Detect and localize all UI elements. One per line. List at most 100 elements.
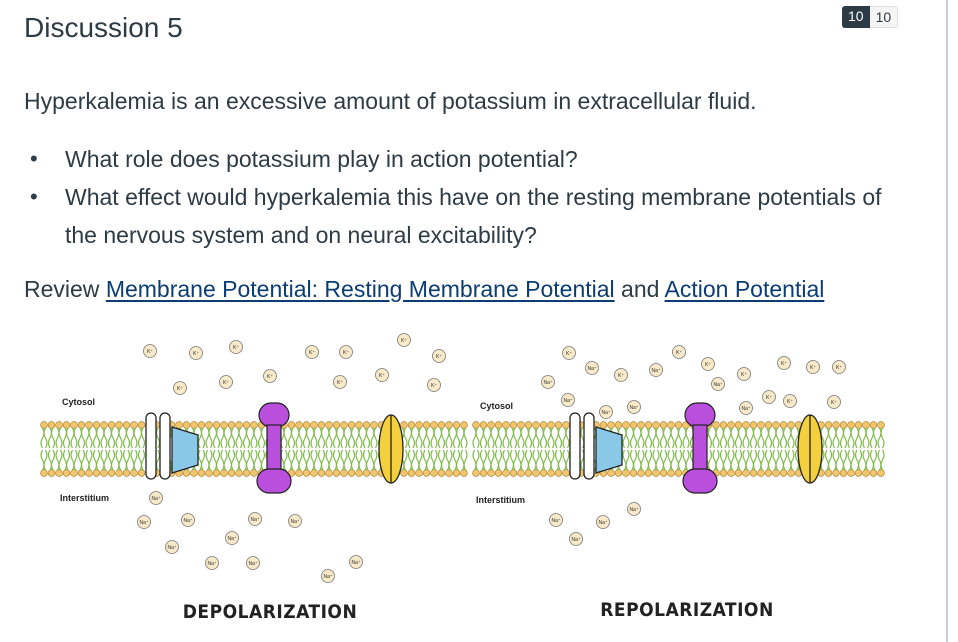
lipid-tail	[782, 427, 788, 449]
lipid-head	[757, 421, 765, 429]
lipid-tail	[305, 427, 311, 449]
lipid-tail	[88, 449, 93, 471]
lipid-tail	[298, 427, 303, 449]
lipid-head	[77, 469, 86, 477]
ion-marker	[263, 369, 277, 383]
lipid-head	[524, 421, 533, 429]
lipid-tail	[539, 449, 545, 471]
action-potential-link[interactable]: Action Potential	[664, 276, 825, 302]
ion-marker	[219, 375, 233, 389]
lipid-tail	[140, 427, 146, 449]
lipid-head	[644, 421, 653, 429]
lipid-tail	[557, 449, 563, 471]
ion-marker	[349, 555, 363, 569]
lipid-head	[55, 469, 63, 477]
lipid-tail	[524, 427, 530, 449]
lipid-tail	[155, 427, 161, 449]
lipid-head	[175, 421, 183, 429]
lipid-head	[494, 469, 503, 477]
lipid-head	[839, 469, 848, 477]
lipid-head	[764, 469, 773, 477]
lipid-head	[400, 421, 408, 429]
lipid-tail	[418, 427, 423, 449]
resting-membrane-potential-link[interactable]: Membrane Potential: Resting Membrane Pot…	[105, 276, 615, 302]
lipid-tail	[644, 449, 650, 471]
lipid-head	[355, 421, 363, 429]
lipid-head	[205, 469, 213, 477]
lipid-tail	[839, 449, 845, 471]
lipid-head	[250, 469, 258, 477]
ion-label: Na⁺	[151, 496, 160, 502]
lipid-tail	[103, 427, 108, 449]
lipid-tail	[787, 427, 792, 449]
lipid-tail	[452, 449, 458, 471]
lipid-head	[332, 469, 341, 477]
ion-label: Na⁺	[183, 518, 192, 524]
ion-label: K⁺	[741, 372, 747, 378]
lipid-tail	[130, 427, 135, 449]
lipid-tail	[835, 427, 840, 449]
lipid-tail	[110, 427, 116, 449]
lipid-tail	[40, 427, 45, 449]
lipid-tail	[640, 449, 645, 471]
ion-label: K⁺	[787, 399, 793, 405]
channel-subunit	[583, 412, 595, 480]
lipid-tail	[682, 427, 687, 449]
lipid-tail	[730, 427, 735, 449]
lipid-tail	[637, 427, 642, 449]
lipid-head	[652, 469, 660, 477]
lipid-head	[554, 469, 563, 477]
lipid-tail	[554, 427, 560, 449]
pump-foot	[682, 468, 718, 494]
question-list: What role does potassium play in action …	[24, 140, 884, 254]
lipid-tail	[707, 427, 713, 449]
lipid-head	[862, 469, 870, 477]
lipid-head	[190, 469, 198, 477]
lipid-tail	[857, 427, 863, 449]
lipid-head	[869, 421, 878, 429]
lipid-tail	[200, 449, 206, 471]
lipid-head	[40, 469, 48, 477]
lipid-head	[674, 469, 683, 477]
lipid-tail	[235, 449, 240, 471]
lipid-head	[517, 469, 525, 477]
lipid-tail	[820, 449, 825, 471]
lipid-tail	[223, 427, 228, 449]
lipid-tail	[212, 427, 218, 449]
lipid-tail	[95, 449, 101, 471]
lipid-tail	[877, 449, 882, 471]
lipid-tail	[340, 449, 345, 471]
lipid-tail	[512, 427, 518, 449]
lipid-tail	[662, 449, 668, 471]
interstitium-label: Interstitium	[476, 495, 525, 505]
lipid-head	[502, 421, 510, 429]
lipid-tail	[365, 449, 371, 471]
lipid-tail	[505, 449, 510, 471]
lipid-head	[502, 469, 510, 477]
lipid-head	[190, 421, 198, 429]
lipid-head	[832, 469, 840, 477]
lipid-head	[877, 421, 885, 429]
lipid-head	[629, 469, 638, 477]
lipid-tail	[295, 427, 300, 449]
lipid-tail	[712, 427, 717, 449]
lipid-tail	[869, 427, 875, 449]
ion-marker	[321, 569, 335, 583]
lipid-tail	[245, 427, 251, 449]
lipid-tail	[730, 449, 735, 471]
lipid-head	[122, 421, 131, 429]
lipid-tail	[527, 427, 533, 449]
lipid-head	[832, 421, 840, 429]
ion-marker	[432, 349, 446, 363]
ion-marker	[205, 556, 219, 570]
lipid-head	[839, 421, 848, 429]
lipid-head	[547, 469, 555, 477]
question-item-2: What effect would hyperkalemia this have…	[24, 178, 884, 254]
lipid-head	[437, 469, 446, 477]
lipid-tail	[547, 449, 552, 471]
lipid-tail	[512, 449, 518, 471]
lipid-tail	[847, 427, 852, 449]
ion-label: K⁺	[431, 383, 437, 389]
lipid-tail	[877, 427, 882, 449]
